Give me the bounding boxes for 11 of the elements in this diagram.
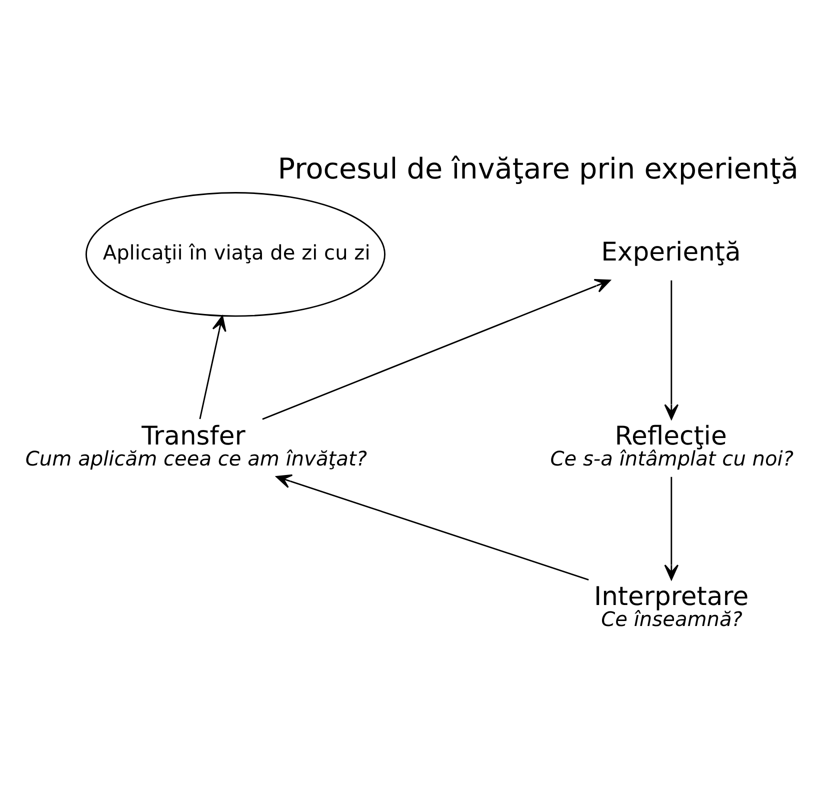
arrow <box>276 474 589 580</box>
arrow <box>199 315 226 420</box>
node-text: Interpretare Ce înseamnă? <box>594 582 749 632</box>
arrow <box>664 476 679 580</box>
node-text: Transfer Cum aplicăm ceea ce am învăţat? <box>25 421 367 470</box>
node-text: Reflecţie Ce s-a întâmplat cu noi? <box>550 421 794 470</box>
node-ellipse: Aplicaţii în viaţa de zi cu zi <box>86 192 386 317</box>
diagram-title: Procesul de învăţare prin experienţă <box>278 151 799 186</box>
arrow <box>664 280 679 420</box>
arrow <box>262 279 611 420</box>
node-text: Experienţă <box>601 238 741 268</box>
